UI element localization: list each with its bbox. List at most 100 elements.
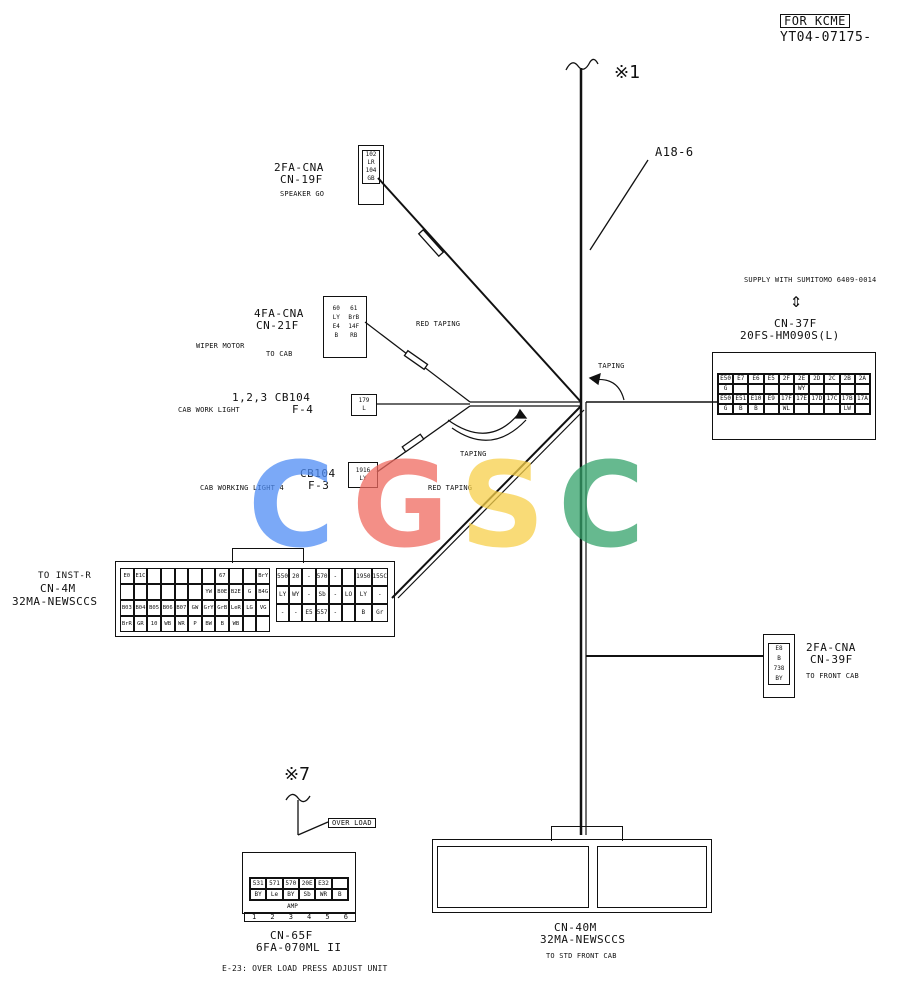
cn65f-pin-0: 531	[250, 878, 267, 889]
cn39f-label1: 2FA-CNA	[806, 641, 856, 654]
cn4m-pin-left-32: VG	[256, 600, 270, 616]
cn4m-pin-left-25: B06	[160, 600, 175, 616]
cn4m-pin-left-8	[229, 568, 243, 584]
cn40m-connector	[432, 839, 712, 913]
header-tag: FOR KCME	[780, 14, 850, 28]
cn37f-arrow-icon: ⇕	[790, 288, 803, 312]
cn40m-label2: 32MA-NEWSCCS	[540, 933, 626, 946]
cn4m-pin-left-37: WR	[174, 616, 189, 632]
cn65f-num-3: 4	[307, 913, 312, 921]
cn4m-pin-left-5	[188, 568, 202, 584]
cn37f-pin-23: E9	[763, 394, 779, 404]
cn37f-pin-0: E50	[718, 374, 734, 384]
branch-cn4m	[391, 405, 582, 599]
cn4m-pin-left-43	[256, 616, 270, 632]
cn21f-label1: 4FA-CNA	[254, 307, 304, 320]
cn4m-pin-left-38: P	[188, 616, 202, 632]
cn4m-pin-right-3: 570	[315, 568, 329, 586]
taping-label-2: TAPING	[598, 362, 625, 370]
cn21f-label2: CN-21F	[256, 319, 299, 332]
cn37f-pin-22: E10	[748, 394, 764, 404]
cn4m-pin-right-15: -	[371, 586, 388, 604]
cn65f-pin-6: BY	[250, 889, 267, 900]
cn65f-num-5: 6	[343, 913, 348, 921]
cn4m-pin-right-7: 155C	[371, 568, 388, 586]
cn4m-pin-left-14	[160, 584, 175, 600]
cn37f-pin-20: E50	[718, 394, 734, 404]
ref-x7: ※7	[284, 764, 310, 785]
cn4m-pin-right-20: -	[328, 604, 342, 622]
cn4m-pin-right-18: E5	[302, 604, 316, 622]
cn4m-pin-left-4	[174, 568, 189, 584]
cn4m-pin-right-1: 20	[289, 568, 303, 586]
overload-tag: OVER LOAD	[328, 818, 376, 828]
cn4m-pin-left-31: LG	[242, 600, 257, 616]
cb104-f3-label1: CB104	[300, 467, 336, 480]
cn4m-pin-right-13: LO	[341, 586, 356, 604]
cn40m-sub: TO STD FRONT CAB	[546, 952, 617, 960]
cn37f-pin-32: B	[748, 404, 764, 414]
cn4m-pin-left-23: B04	[133, 600, 148, 616]
cn37f-pin-28: 17B	[839, 394, 855, 404]
cn19f-label1: 2FA-CNA	[274, 161, 324, 174]
cn4m-pin-right-2: -	[302, 568, 316, 586]
watermark-s: S	[460, 436, 545, 574]
cn4m-label3: 32MA-NEWSCCS	[12, 595, 98, 608]
cn4m-pin-left-21: B4G	[256, 584, 270, 600]
cn4m-pin-left-36: WB	[160, 616, 175, 632]
cn37f-pin-7: 2C	[824, 374, 840, 384]
cn37f-pin-14	[778, 384, 794, 394]
cn37f-pin-18	[839, 384, 855, 394]
cn37f-pin-27: 17C	[824, 394, 840, 404]
cn4m-pin-left-10: BrY	[256, 568, 270, 584]
cn4m-pin-right-16: -	[276, 604, 290, 622]
cn37f-pin-5: 2E	[793, 374, 810, 384]
cn4m-pin-left-39: BW	[201, 616, 216, 632]
cn4m-pin-left-6	[201, 568, 216, 584]
ref-x1: ※1	[614, 62, 640, 83]
cn4m-pin-right-8: LY	[276, 586, 290, 604]
cn37f-pin-38: LW	[839, 404, 855, 414]
cn37f-pin-6: 2D	[809, 374, 825, 384]
header-code: YT04-07175-	[780, 30, 872, 45]
cn37f-pin-35	[793, 404, 810, 414]
cn37f-pin-39	[854, 404, 870, 414]
cn4m-pin-left-28: GrY	[201, 600, 216, 616]
cn37f-supply: SUPPLY WITH SUMITOMO 6409-0014	[744, 276, 877, 284]
cn37f-pin-4: 2F	[778, 374, 794, 384]
cn4m-pin-left-0: E0	[120, 568, 134, 584]
cn21f-sub: TO CAB	[266, 350, 293, 358]
cn39f-sub: TO FRONT CAB	[806, 672, 859, 680]
cn4m-pin-left-3	[160, 568, 175, 584]
cn4m-pin-left-12	[133, 584, 148, 600]
cn65f-num-4: 5	[325, 913, 330, 921]
cn65f-label1: CN-65F	[270, 929, 313, 942]
cn37f-pin-29: 17A	[854, 394, 870, 404]
cn4m-pin-left-29: GrB	[215, 600, 230, 616]
cn4m-pin-right-4: -	[328, 568, 342, 586]
cn4m-pin-left-1: E1C	[133, 568, 148, 584]
watermark-c1: C	[248, 436, 335, 574]
cn39f-label2: CN-39F	[810, 653, 853, 666]
cn37f-pin-11	[733, 384, 749, 394]
cn65f-pin-5	[331, 878, 348, 889]
cn4m-pin-right-6: 1950	[355, 568, 372, 586]
cn37f-pin-21: E51	[733, 394, 749, 404]
cn4m-pin-left-30: LeR	[229, 600, 243, 616]
trunk-label: A18-6	[655, 145, 694, 159]
cn4m-label1: TO INST-R	[38, 571, 92, 581]
branch-cn19f	[377, 177, 582, 403]
break-mark-7	[285, 793, 311, 803]
cn37f-pin-36	[809, 404, 825, 414]
cn4m-pin-left-34: GR	[133, 616, 148, 632]
cn4m-pin-left-11	[120, 584, 134, 600]
cn4m-label2: CN-4M	[40, 582, 76, 595]
cb104-f4-label2: F-4	[292, 403, 314, 416]
cn4m-pin-right-0: 550	[276, 568, 290, 586]
cn65f-pin-3: 20E	[299, 878, 316, 889]
cn4m-pin-left-27: GW	[188, 600, 202, 616]
